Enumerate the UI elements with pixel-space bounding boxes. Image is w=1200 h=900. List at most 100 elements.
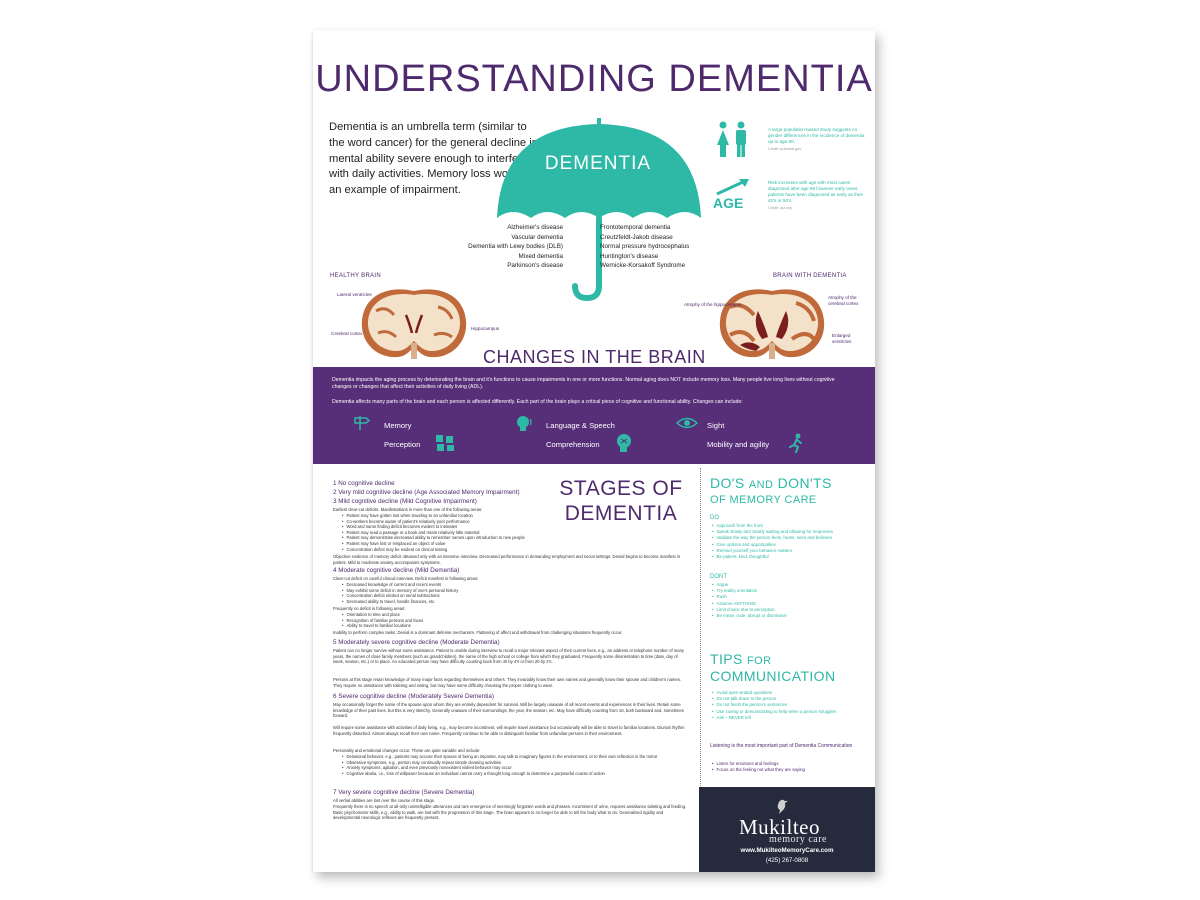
stage-6-text-1: May occasionally forget the name of the …	[333, 702, 684, 719]
list-item: Patient may have gotten lost when travel…	[346, 513, 548, 519]
changes-paragraph-2: Dementia affects many parts of the brain…	[332, 399, 743, 405]
list-item: Decreased ability to travel, handle fina…	[346, 599, 648, 605]
list-item: Rush	[717, 594, 868, 600]
list-item: Avoid open-ended questions	[717, 690, 868, 696]
list-item: Word and name finding deficit becomes ev…	[346, 524, 548, 530]
annotation-hippocampus: Hippocampus	[471, 326, 500, 331]
speaking-head-icon	[517, 416, 532, 431]
healthy-brain-image	[361, 289, 467, 359]
list-item: May exhibit some deficit in memory of on…	[346, 588, 648, 594]
annotation-lateral: Lateral ventricles	[337, 292, 372, 297]
list-item: Co-workers become aware of patient's rel…	[346, 519, 548, 525]
umbrella-label: DEMENTIA	[544, 153, 652, 174]
list-item: Patient may demonstrate decreased abilit…	[346, 535, 548, 541]
footer: Mukilteo memory care www.MukilteoMemoryC…	[699, 787, 875, 872]
stage-4-bullets-2: Orientation to time and place Recognitio…	[346, 612, 648, 629]
list-item: Be patient, kind, thoughtful	[717, 554, 868, 560]
list-item: Orientation to time and place	[346, 612, 648, 618]
poster: UNDERSTANDING DEMENTIA Dementia is an um…	[313, 30, 875, 872]
list-item: Huntington's disease	[600, 252, 659, 260]
stage-6-text-2: Will require some assistance with activi…	[333, 725, 685, 736]
gender-icon	[717, 121, 746, 157]
change-mobility: Mobility and agility	[707, 440, 770, 449]
stages-title-line2: DEMENTIA	[564, 502, 678, 525]
healthy-brain-label: HEALTHY BRAIN	[330, 273, 382, 279]
change-sight: Sight	[707, 421, 725, 430]
list-item: Normal pressure hydrocephalus	[600, 243, 690, 251]
list-item: Cognitive abulia, i.e., loss of willpowe…	[346, 771, 688, 777]
signpost-icon	[354, 416, 371, 430]
dementia-brain-image	[719, 289, 825, 359]
dos-title-c: DON'TS	[777, 475, 832, 491]
stage-5-text-2: Persons at this stage retain knowledge o…	[333, 677, 682, 688]
dementia-types-left: Alzheimer's disease Vascular dementia De…	[433, 223, 563, 271]
list-item: Anxiety symptoms, agitation, and even pr…	[346, 765, 688, 771]
logo-main: Mukilteo	[739, 815, 820, 839]
list-item: Dementia with Lewy bodies (DLB)	[468, 243, 563, 251]
tips-title-b: FOR	[747, 655, 772, 667]
list-item: Vascular dementia	[511, 233, 563, 241]
stage-6-text-3: Personality and emotional changes occur.…	[333, 748, 481, 753]
dos-title-b: AND	[748, 479, 774, 491]
list-item: Speak slowly and clearly waiting and all…	[717, 529, 868, 535]
stage-1-heading: 1 No cognitive decline	[333, 480, 395, 487]
annotation-enlarged-ventricles: Enlarged ventricles	[832, 333, 852, 344]
list-item: Validate the way the person feels, hears…	[717, 535, 868, 541]
tips-list: Avoid open-ended questions Do not talk d…	[717, 690, 868, 721]
annotation-cerebral: Cerebral cortex	[331, 331, 363, 336]
change-comprehension: Comprehension	[546, 440, 600, 449]
stage-4-heading: 4 Moderate cognitive decline (Mild Demen…	[333, 567, 460, 574]
dementia-types-right: Frontotemporal dementia Creutzfeldt-Jako…	[600, 223, 740, 271]
age-stat-text: Risk increases with age with most cases …	[768, 180, 864, 203]
age-stat: Risk increases with age with most cases …	[768, 180, 868, 211]
logo-sub: memory care	[769, 834, 827, 845]
stage-3-intro: Earliest clear-cut deficits. Manifestati…	[333, 507, 483, 512]
listening-text: Listening is the most important part of …	[710, 743, 853, 749]
list-item: Do not finish the person's sentences	[717, 702, 868, 708]
list-item: Wernicke-Korsakoff Syndrome	[600, 262, 686, 270]
list-item: Be mean, rude, abrupt or dismissive	[717, 613, 868, 619]
list-item: Focus on the feeling not what they are s…	[717, 767, 868, 773]
annotation-atrophy-cortex: Atrophy of the cerebral cortex	[828, 295, 859, 306]
list-item: Ability to travel to familiar locations	[346, 623, 648, 629]
change-language: Language & Speech	[546, 421, 615, 430]
stages-title: STAGES OF DEMENTIA	[556, 476, 686, 526]
stage-2-heading: 2 Very mild cognitive decline (Age Assoc…	[333, 489, 520, 496]
list-item: Alzheimer's disease	[507, 224, 563, 231]
phone-number: (425) 267-0808	[765, 857, 809, 864]
gender-stat-source: Credit: pubmed.gov	[768, 147, 802, 151]
website-link[interactable]: www.MukilteoMemoryCare.com	[740, 847, 834, 854]
list-item: Remind yourself your behavior matters	[717, 548, 868, 554]
list-item: Patient may read a passage or a book and…	[346, 530, 548, 536]
dementia-brain-label: BRAIN WITH DEMENTIA	[773, 273, 847, 279]
stage-4-bullets: Decreased knowledge of current and recen…	[346, 582, 648, 605]
stages-title-line1: STAGES OF	[559, 477, 683, 500]
stage-3-outro: Objective evidence of memory deficit obt…	[333, 554, 681, 565]
list-item: Parkinson's disease	[507, 262, 563, 270]
list-item: Recognition of familiar persons and face…	[346, 618, 648, 624]
puzzle-icon	[436, 435, 454, 451]
stage-5-text-1: Patient can no longer survive without so…	[333, 648, 685, 665]
list-item: Limit choice due to perception	[717, 607, 868, 613]
running-person-icon	[789, 433, 802, 453]
dos-donts-title: DO'S AND DON'TS OF MEMORY CARE	[710, 476, 832, 508]
list-item: Listen for emotions and feelings	[717, 761, 868, 767]
column-divider	[700, 468, 701, 864]
list-item: Mixed dementia	[518, 252, 563, 260]
page-title: UNDERSTANDING DEMENTIA	[315, 58, 873, 100]
stage-4-outro: Inability to perform complex tasks. Deni…	[333, 630, 623, 635]
changes-title: CHANGES IN THE BRAIN	[483, 347, 706, 367]
changes-paragraph-1: Dementia impacts the aging process by de…	[332, 377, 835, 391]
list-item: Approach from the front	[717, 523, 868, 529]
stage-6-bullets: Delusional behavior, e.g., patients may …	[346, 754, 688, 777]
stage-5-heading: 5 Moderately severe cognitive decline (M…	[333, 639, 500, 646]
dos-title-d: OF MEMORY CARE	[710, 494, 817, 506]
stage-7-text-1: All verbal abilities are lost over the c…	[333, 798, 436, 803]
list-item: Obsessive symptoms, e.g., person may con…	[346, 760, 688, 766]
list-item: Try reality orientation	[717, 588, 868, 594]
list-item: Use cueing or demonstrating to help when…	[717, 709, 868, 715]
changes-band: Dementia impacts the aging process by de…	[313, 367, 875, 464]
list-item: Argue	[717, 582, 868, 588]
eye-icon	[676, 417, 698, 429]
brain-head-icon	[617, 434, 631, 452]
